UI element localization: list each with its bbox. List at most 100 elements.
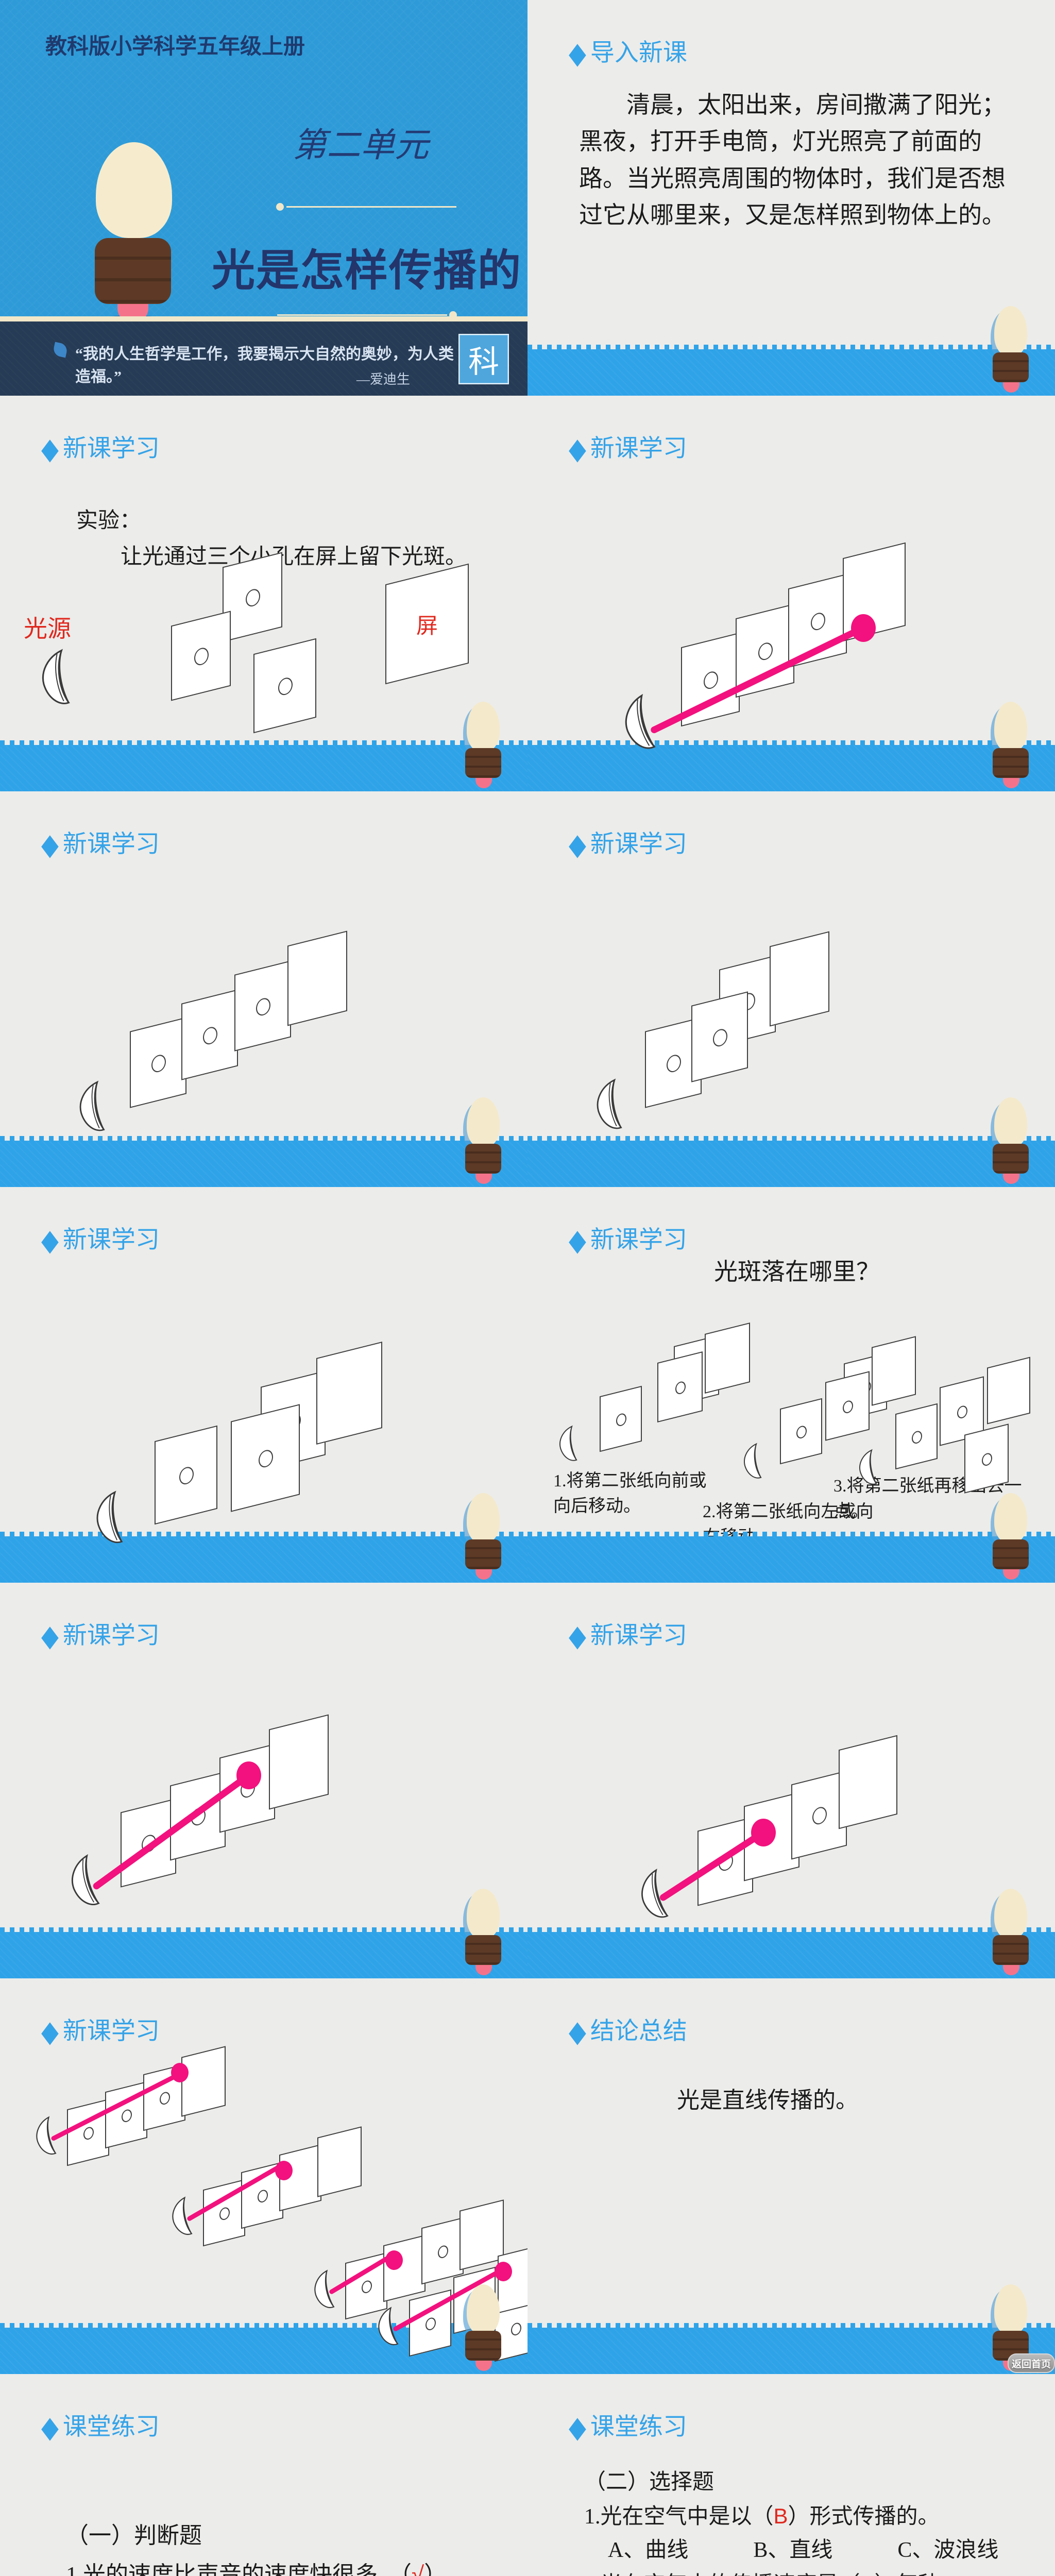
quiz-item: 2.光在空气中的传播速度是（B）每秒。: [584, 2567, 1027, 2576]
hole: [122, 2108, 132, 2124]
mascot-bulb: [467, 1493, 500, 1544]
diamond-icon: ◆: [41, 2410, 59, 2444]
answer-mark: B: [773, 2504, 788, 2529]
hole: [83, 2126, 94, 2141]
paper-card: [130, 1017, 186, 1108]
paper-card: [171, 611, 231, 701]
screen-card: [269, 1714, 329, 1810]
quote-text: “我的人生哲学是工作，我要揭示大自然的奥妙，为人类造福。”: [75, 346, 454, 385]
flashlight-icon: [625, 693, 656, 749]
page-title: 光是怎样传播的: [211, 246, 522, 295]
experiment-label: 实验：: [76, 509, 142, 533]
bulb-mascot-icon: [987, 306, 1036, 394]
hole: [258, 2189, 268, 2204]
quiz-block: （二）选择题 1.光在空气中是以（B）形式传播的。 A、曲线 B、直线 C、波浪…: [584, 2466, 1027, 2576]
experiment-instruction: 让光通过三个小孔在屏上留下光斑。: [121, 545, 467, 569]
section-header: ◆新课学习: [569, 432, 687, 466]
footer-wave: [528, 1136, 1055, 1187]
section-header: ◆课堂练习: [569, 2410, 687, 2444]
footer-wave: [0, 1136, 528, 1187]
slide-12-conclusion: ◆结论总结 光是直线传播的。 返回首页: [528, 1978, 1055, 2374]
mini-diagram-2: [170, 2126, 376, 2260]
footer-wave: [528, 2323, 1055, 2374]
diamond-icon: ◆: [569, 36, 586, 70]
flashlight-icon: [744, 1443, 762, 1479]
mascot-base: [465, 1539, 501, 1569]
mascot-bulb: [467, 1097, 500, 1148]
section-header: ◆新课学习: [569, 1225, 687, 1255]
footer-wave: [0, 740, 528, 791]
leaf-icon: [52, 342, 69, 358]
paper-card: [600, 1385, 642, 1452]
bulb-mascot-icon: [460, 1097, 509, 1185]
footer-wave: [528, 1927, 1055, 1978]
hole: [362, 2279, 372, 2295]
flashlight-icon: [79, 1080, 105, 1131]
hole: [426, 2316, 436, 2332]
section-header: ◆导入新课: [569, 36, 687, 70]
diamond-icon: ◆: [569, 432, 586, 466]
series-title: 教科版小学科学五年级上册: [45, 35, 305, 59]
section-header: ◆新课学习: [41, 432, 160, 466]
diamond-icon: ◆: [41, 827, 59, 861]
diamond-icon: ◆: [569, 2410, 586, 2444]
footer-wave: [528, 740, 1055, 791]
flashlight-icon: [172, 2196, 193, 2235]
hole: [160, 2091, 170, 2106]
screen-card: [316, 1342, 382, 1445]
flashlight-icon: [597, 1078, 622, 1129]
paper-card: [825, 1371, 870, 1441]
hole: [675, 1380, 686, 1396]
section-header-label: 新课学习: [62, 435, 160, 462]
unit-label: 第二单元: [293, 127, 429, 164]
light-source-label: 光源: [24, 616, 71, 642]
question-text: 2.光在空气中的传播速度是（: [584, 2573, 860, 2576]
paper-card: [657, 1351, 703, 1422]
bulb-mascot-icon: [460, 1889, 509, 1976]
section-header: ◆课堂练习: [41, 2410, 160, 2444]
slide-10-beam-blocked: ◆新课学习: [528, 1583, 1055, 1978]
screen-card: [181, 2046, 226, 2117]
flashlight-icon: [559, 1425, 577, 1461]
flashlight-icon: [859, 1449, 877, 1485]
paper-card: [780, 1398, 822, 1465]
mascot-bulb: [467, 702, 500, 752]
slide-04-beam-aligned: ◆新课学习: [528, 396, 1055, 791]
hole: [957, 1404, 967, 1420]
section-header: ◆新课学习: [41, 829, 160, 859]
paper-card: [223, 552, 282, 642]
screen-card: [839, 1735, 897, 1829]
question-text: ）: [424, 2562, 447, 2576]
quiz-subtitle: （二）选择题: [584, 2466, 1027, 2499]
screen-card: [872, 1336, 916, 1406]
screen-card: [987, 1357, 1030, 1425]
section-header-label: 新课学习: [590, 435, 687, 462]
hole: [912, 1430, 922, 1445]
section-header-label: 新课学习: [62, 1227, 160, 1253]
screen-card: [287, 930, 347, 1026]
flashlight-icon: [42, 649, 70, 704]
hole: [796, 1425, 807, 1440]
light-spot: [385, 2250, 403, 2270]
hole: [511, 2321, 521, 2337]
diamond-icon: ◆: [41, 432, 59, 466]
light-spot: [851, 614, 876, 642]
mini-diagram-4: [376, 2245, 528, 2370]
paper-card: [231, 1404, 300, 1512]
hole: [616, 1412, 626, 1428]
mascot-base: [465, 1144, 501, 1174]
screen-card: [317, 2126, 362, 2197]
hole: [812, 1805, 827, 1826]
section-header-label: 新课学习: [590, 1227, 687, 1253]
flashlight-icon: [314, 2269, 335, 2308]
quote-bar: “我的人生哲学是工作，我要揭示大自然的奥妙，为人类造福。” —爱迪生 科: [0, 321, 528, 396]
question-text: 1.光的速度比声音的速度快很多。（: [66, 2562, 412, 2576]
mini-diagram-3: [312, 2199, 518, 2333]
section-header: ◆新课学习: [569, 1619, 687, 1653]
divider-line: [277, 314, 447, 316]
diamond-icon: ◆: [41, 2014, 59, 2048]
diamond-icon: ◆: [569, 1619, 586, 1653]
back-to-home-button[interactable]: 返回首页: [1008, 2353, 1055, 2373]
hole: [246, 587, 260, 608]
